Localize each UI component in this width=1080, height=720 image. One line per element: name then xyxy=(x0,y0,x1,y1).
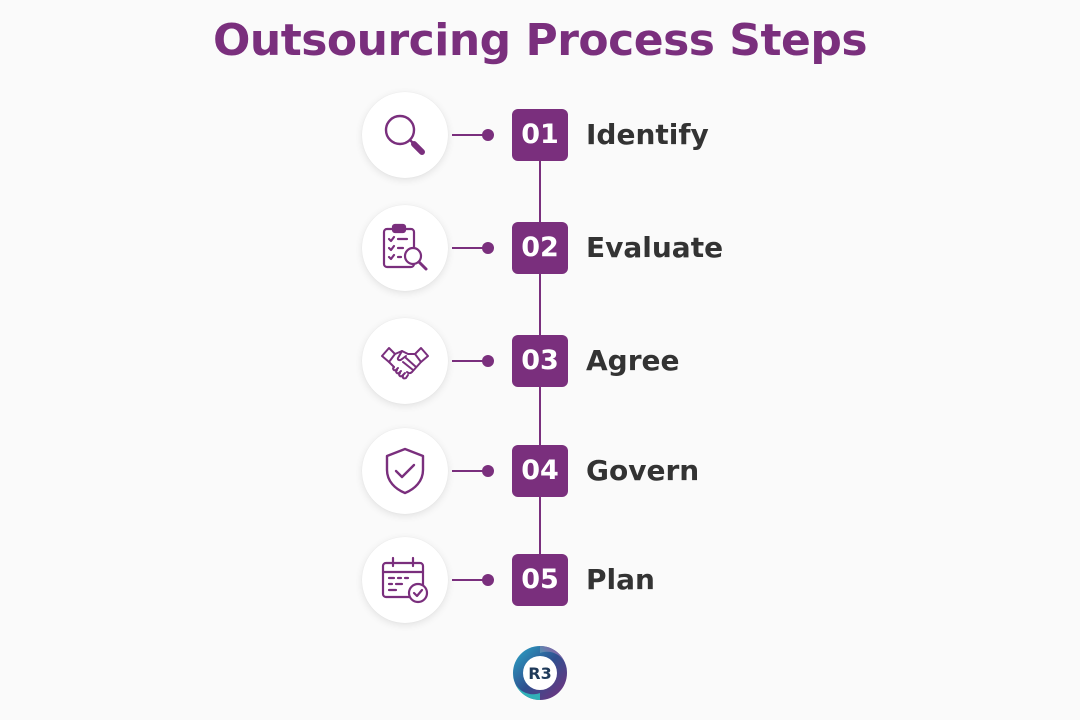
step-identify: 01 Identify xyxy=(0,90,1080,180)
magnifier-icon xyxy=(384,114,425,155)
step-label: Govern xyxy=(586,454,700,487)
r3-logo: R3 xyxy=(510,643,570,703)
r3-logo-icon: R3 xyxy=(512,646,568,700)
step-icon-circle xyxy=(362,92,448,178)
handshake-icon xyxy=(381,347,429,380)
step-dot xyxy=(482,574,494,586)
page-title: Outsourcing Process Steps xyxy=(212,15,868,66)
step-connector xyxy=(452,134,486,136)
step-number-badge: 01 xyxy=(512,109,568,161)
step-dot xyxy=(482,465,494,477)
step-connector xyxy=(452,579,486,581)
step-evaluate: 02 Evaluate xyxy=(0,203,1080,293)
step-connector xyxy=(452,247,486,249)
step-label: Identify xyxy=(586,118,709,151)
step-label: Agree xyxy=(586,344,680,377)
step-label: Plan xyxy=(586,563,655,596)
step-connector xyxy=(452,360,486,362)
step-number-badge: 04 xyxy=(512,445,568,497)
step-govern: 04 Govern xyxy=(0,426,1080,516)
step-icon-circle xyxy=(362,428,448,514)
step-number-badge: 05 xyxy=(512,554,568,606)
step-plan: 05 Plan xyxy=(0,535,1080,625)
calendar-check-icon xyxy=(381,556,429,604)
step-icon-circle xyxy=(362,318,448,404)
step-dot xyxy=(482,355,494,367)
step-agree: 03 Agree xyxy=(0,316,1080,406)
step-icon-circle xyxy=(362,537,448,623)
step-icon-circle xyxy=(362,205,448,291)
step-label: Evaluate xyxy=(586,231,724,264)
clipboard-search-icon xyxy=(382,223,428,271)
step-dot xyxy=(482,129,494,141)
logo-text: R3 xyxy=(528,664,551,683)
step-number-badge: 02 xyxy=(512,222,568,274)
shield-check-icon xyxy=(385,447,425,495)
step-dot xyxy=(482,242,494,254)
step-connector xyxy=(452,470,486,472)
step-number-badge: 03 xyxy=(512,335,568,387)
